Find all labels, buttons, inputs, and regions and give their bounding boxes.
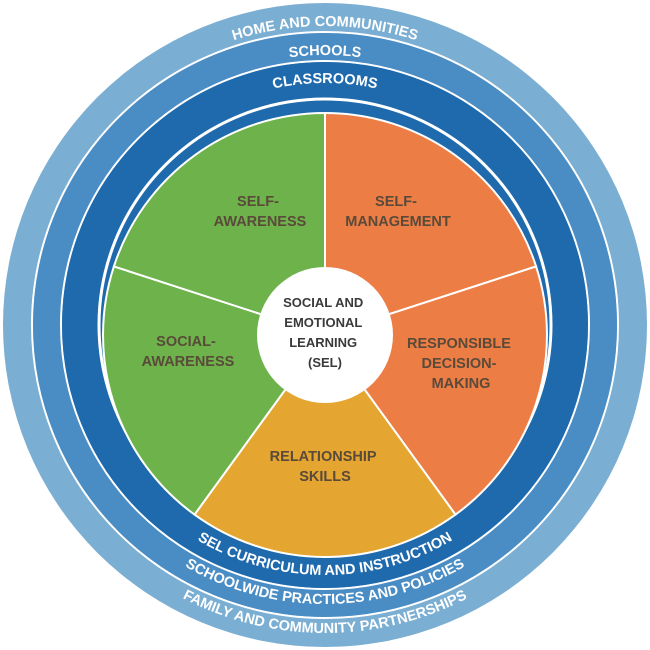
segment-label-responsible-decision-making: RESPONSIBLE DECISION- MAKING [407,336,515,392]
ring-label-schools: SCHOOLS [288,43,362,61]
center-circle [257,267,393,403]
segment-label-self-awareness: SELF- AWARENESS [214,194,307,230]
ring-label-classrooms: CLASSROOMS [271,71,379,93]
center-label: SOCIAL AND EMOTIONAL LEARNING (SEL) [283,295,367,370]
segment-responsible-decision-making [193,333,457,558]
segment-self-awareness [324,111,538,337]
segment-label-social-awareness: SOCIAL- AWARENESS [142,334,235,370]
segment-label-relationship-skills: RELATIONSHIP SKILLS [270,449,381,485]
segment-social-awareness [112,111,326,337]
segment-label-self-management: SELF- MANAGEMENT [345,194,451,230]
outer-ring-separator [31,31,619,619]
middle-ring-separator [60,60,590,590]
